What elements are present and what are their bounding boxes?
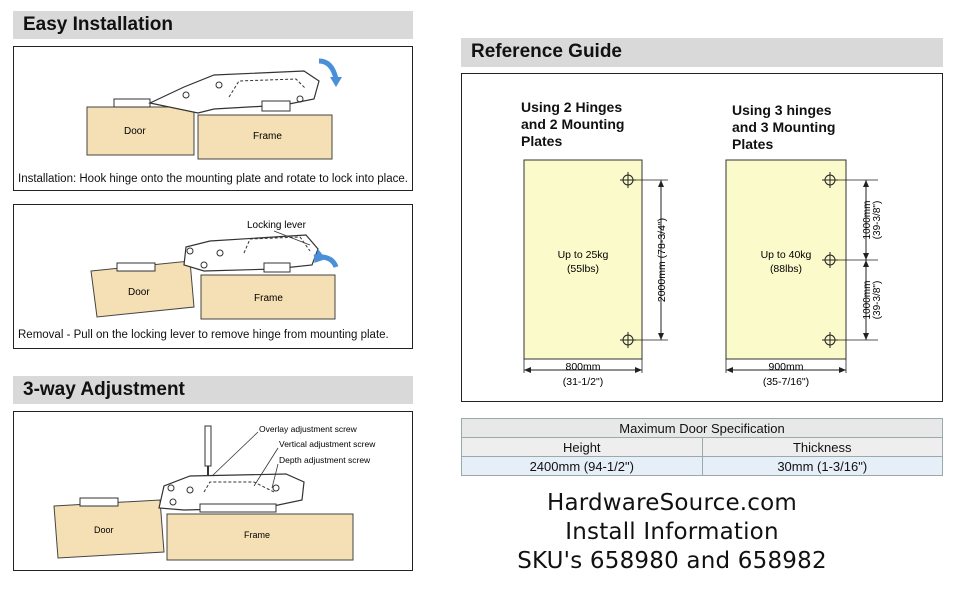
removal-diagram: Locking lever Door Frame: [90, 220, 339, 320]
three-width-line2: (35-7/16"): [763, 376, 809, 388]
height-value: 2400mm (94-1/2"): [461, 456, 703, 476]
table-row: Maximum Door Specification: [461, 418, 943, 438]
door-label-2: Door: [128, 287, 150, 298]
removal-panel: Locking lever Door Frame Removal - Pull …: [13, 204, 413, 349]
two-hinges-title: Using 2 Hinges and 2 Mounting Plates: [521, 99, 625, 149]
hinge-marker-icon: [620, 332, 636, 348]
easy-installation-header: Easy Installation: [13, 11, 413, 39]
two-width-line1: 800mm: [565, 361, 600, 373]
installation-panel: Door Frame Installation: Hook hinge onto…: [13, 46, 413, 191]
adjustment-diagram: Overlay adjustment screw Vertical adjust…: [53, 424, 376, 561]
door-label: Door: [124, 126, 146, 137]
brand-line-2: Install Information: [565, 519, 779, 545]
hinge-marker-icon: [822, 172, 838, 188]
reference-guide-title: Reference Guide: [471, 41, 622, 62]
brand-line-1: HardwareSource.com: [546, 490, 798, 516]
two-load-line2: (55lbs): [567, 263, 599, 275]
hinge-marker-icon: [620, 172, 636, 188]
adjustment-header: 3-way Adjustment: [13, 376, 413, 404]
max-door-spec-table: Maximum Door Specification Height Thickn…: [461, 418, 943, 476]
three-upper-label-inch: (39-3/8"): [872, 201, 883, 240]
hinge-marker-icon: [822, 252, 838, 268]
reference-guide-header: Reference Guide: [461, 38, 943, 67]
three-width-line1: 900mm: [768, 361, 803, 373]
thickness-header: Thickness: [701, 437, 943, 457]
three-lower-label: 1000mm: [862, 281, 873, 320]
two-height-label: 2000mm (78-3/4"): [656, 218, 668, 302]
vertical-screw-label: Vertical adjustment screw: [279, 439, 376, 449]
installation-diagram: Door Frame: [86, 58, 342, 160]
three-load-line2: (88lbs): [770, 263, 802, 275]
frame-label-3: Frame: [244, 530, 270, 540]
reference-guide-panel: Using 2 Hinges and 2 Mounting Plates Usi…: [461, 73, 943, 402]
locking-lever-label: Locking lever: [247, 220, 307, 231]
easy-installation-title: Easy Installation: [23, 14, 173, 35]
adjustment-panel: Overlay adjustment screw Vertical adjust…: [13, 411, 413, 571]
table-row: Height Thickness: [461, 437, 943, 457]
frame-label: Frame: [253, 131, 282, 142]
height-header: Height: [461, 437, 703, 457]
spec-table-title: Maximum Door Specification: [461, 418, 943, 438]
three-upper-label: 1000mm: [862, 201, 873, 240]
depth-screw-label: Depth adjustment screw: [279, 455, 371, 465]
table-row: 2400mm (94-1/2") 30mm (1-3/16"): [461, 456, 943, 476]
three-hinges-title: Using 3 hinges and 3 Mounting Plates: [732, 102, 836, 152]
reference-diagram: 2000mm (78-3/4") Up to 25kg (55lbs) 800m…: [523, 159, 883, 388]
door-label-3: Door: [94, 525, 114, 535]
two-load-line1: Up to 25kg: [558, 249, 609, 261]
adjustment-title: 3-way Adjustment: [23, 379, 185, 400]
frame-label-2: Frame: [254, 293, 283, 304]
overlay-screw-label: Overlay adjustment screw: [259, 424, 358, 434]
three-lower-label-inch: (39-3/8"): [872, 281, 883, 320]
installation-caption: Installation: Hook hinge onto the mounti…: [18, 173, 408, 185]
thickness-value: 30mm (1-3/16"): [701, 456, 943, 476]
door-plate-two: [523, 159, 643, 360]
three-load-line1: Up to 40kg: [761, 249, 812, 261]
hinge-marker-icon: [822, 332, 838, 348]
removal-caption: Removal - Pull on the locking lever to r…: [18, 329, 389, 341]
brand-line-3: SKU's 658980 and 658982: [517, 548, 827, 574]
two-width-line2: (31-1/2"): [563, 376, 604, 388]
